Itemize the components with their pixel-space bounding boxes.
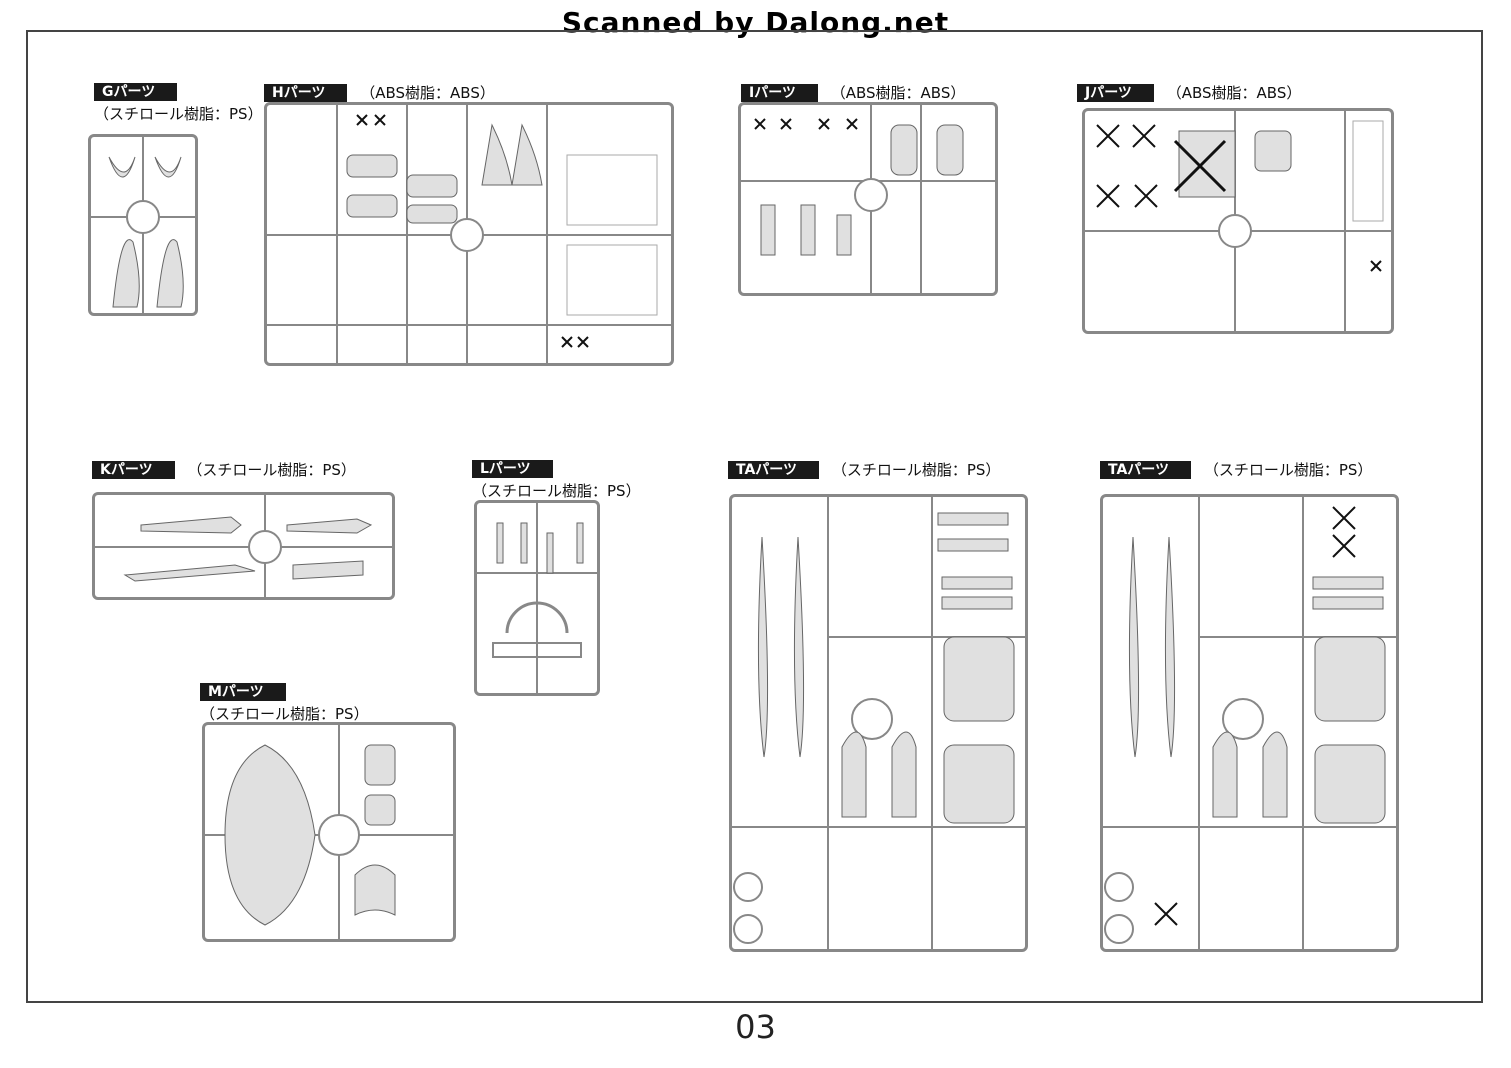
sprue-ta1-drawing <box>732 497 1025 949</box>
sprue-i <box>738 102 998 296</box>
part-label-ta1: TAパーツ （スチロール樹脂：PS） <box>728 459 1000 480</box>
part-material-ta1: （スチロール樹脂：PS） <box>831 461 1001 479</box>
part-tag-j: Jパーツ <box>1077 83 1154 102</box>
sprue-l <box>474 500 600 696</box>
page-frame <box>26 30 1483 1003</box>
part-tag-h: Hパーツ <box>264 83 348 102</box>
part-tag-l: Lパーツ <box>472 459 553 478</box>
part-tag-ta1: TAパーツ <box>728 460 820 479</box>
sprue-l-drawing <box>477 503 597 693</box>
sprue-j-drawing <box>1085 111 1391 331</box>
part-label-h: Hパーツ （ABS樹脂：ABS） <box>264 82 495 103</box>
sprue-g-drawing <box>91 137 195 313</box>
part-material-ta2: （スチロール樹脂：PS） <box>1203 461 1373 479</box>
part-label-j: Jパーツ （ABS樹脂：ABS） <box>1077 82 1301 103</box>
sprue-k-drawing <box>95 495 392 597</box>
sprue-m-drawing <box>205 725 453 939</box>
part-tag-k: Kパーツ <box>92 460 175 479</box>
part-tag-ta2: TAパーツ <box>1100 460 1192 479</box>
part-label-m: Mパーツ （スチロール樹脂：PS） <box>200 682 369 724</box>
sprue-h <box>264 102 674 366</box>
sprue-ta2-drawing <box>1103 497 1396 949</box>
part-label-ta2: TAパーツ （スチロール樹脂：PS） <box>1100 459 1372 480</box>
sprue-ta2 <box>1100 494 1399 952</box>
part-material-l: （スチロール樹脂：PS） <box>472 481 641 500</box>
part-label-k: Kパーツ （スチロール樹脂：PS） <box>92 459 356 480</box>
part-material-g: （スチロール樹脂：PS） <box>94 104 263 123</box>
part-material-j: （ABS樹脂：ABS） <box>1166 84 1302 102</box>
sprue-i-drawing <box>741 105 995 293</box>
part-label-g: Gパーツ （スチロール樹脂：PS） <box>94 82 263 124</box>
part-material-m: （スチロール樹脂：PS） <box>200 704 369 723</box>
page-number: 03 <box>735 1008 776 1046</box>
sprue-k <box>92 492 395 600</box>
sprue-ta1 <box>729 494 1028 952</box>
sprue-m <box>202 722 456 942</box>
part-tag-i: Iパーツ <box>741 83 818 102</box>
part-material-k: （スチロール樹脂：PS） <box>187 461 356 479</box>
part-label-i: Iパーツ （ABS樹脂：ABS） <box>741 82 965 103</box>
sprue-h-drawing <box>267 105 671 363</box>
sprue-g <box>88 134 198 316</box>
part-tag-g: Gパーツ <box>94 82 178 101</box>
part-material-h: （ABS樹脂：ABS） <box>360 84 495 102</box>
part-label-l: Lパーツ （スチロール樹脂：PS） <box>472 459 641 501</box>
part-tag-m: Mパーツ <box>200 682 286 701</box>
part-material-i: （ABS樹脂：ABS） <box>830 84 966 102</box>
scan-watermark: Scanned by Dalong.net <box>561 6 950 39</box>
sprue-j <box>1082 108 1394 334</box>
